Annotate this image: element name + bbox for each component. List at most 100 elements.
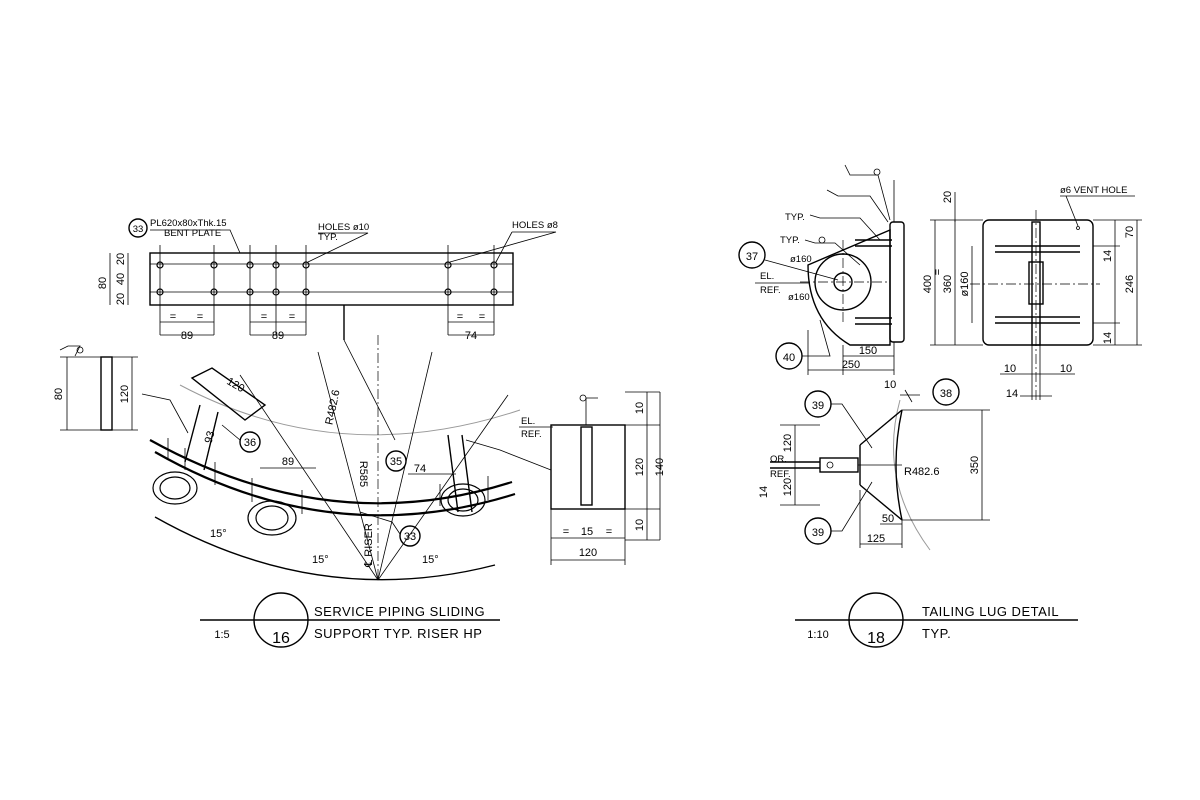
plate-callout: 33 PL620x80xThk.15 BENT PLATE HOLES ø10 … — [128, 218, 558, 263]
detail-16: 33 PL620x80xThk.15 BENT PLATE HOLES ø10 … — [53, 218, 666, 648]
dim-120-a: 120 — [782, 434, 794, 452]
title-18-line2: TYP. — [922, 626, 951, 641]
dim-20-18: 20 — [942, 191, 954, 203]
dim-120-b: 120 — [782, 478, 794, 496]
detail-number-18: 18 — [867, 630, 885, 647]
dim-10-c: 10 — [884, 379, 896, 391]
left-block-section: 80 120 — [53, 345, 189, 434]
plate-spec: PL620x80xThk.15 — [150, 218, 227, 229]
dim-20-top: 20 — [115, 253, 127, 265]
dia160-b: ø160 — [788, 292, 810, 303]
dim-246: 246 — [1124, 275, 1136, 293]
sec-140: 140 — [654, 458, 666, 476]
dim-80: 80 — [97, 277, 109, 289]
sec-eq-1: = — [563, 526, 569, 538]
dim-50: 50 — [882, 513, 894, 525]
title-16-line2: SUPPORT TYP. RISER HP — [314, 626, 482, 641]
tag-35: 35 — [390, 456, 402, 468]
tag-39-b: 39 — [812, 527, 824, 539]
tag-38: 38 — [940, 388, 952, 400]
sec-120: 120 — [634, 458, 646, 476]
dim-14-b: 14 — [1102, 332, 1114, 344]
dim-14-c: 14 — [1006, 388, 1018, 400]
ref-label-18b: REF. — [770, 469, 791, 480]
eq-4: = — [289, 311, 295, 323]
dim-93: 93 — [203, 430, 218, 445]
title-block-16: 1:5 16 SERVICE PIPING SLIDING SUPPORT TY… — [200, 592, 500, 648]
angle-3: 15° — [422, 554, 439, 566]
dim-40: 40 — [115, 273, 127, 285]
dim-150: 150 — [859, 345, 877, 357]
el-label: EL. — [521, 416, 535, 427]
dim-250: 250 — [842, 359, 860, 371]
sec-10-bot: 10 — [634, 519, 646, 531]
plate-dimensions: 80 20 40 20 = = = = = = 89 89 74 — [97, 253, 494, 342]
dim-74-a: 74 — [465, 330, 477, 342]
holes10-label: HOLES ø10 — [318, 222, 369, 233]
ref-label-18: REF. — [760, 285, 781, 296]
tag-37: 37 — [746, 251, 758, 263]
dia160-c: ø160 — [959, 271, 971, 296]
detail-number-16: 16 — [272, 630, 290, 647]
dim-10-a: 10 — [1004, 363, 1016, 375]
eq-5: = — [457, 311, 463, 323]
sec-eq-2: = — [606, 526, 612, 538]
dim-14-d: 14 — [758, 486, 770, 498]
sec-15: 15 — [581, 526, 593, 538]
dim-20-bot: 20 — [115, 293, 127, 305]
radius-585: R585 — [357, 461, 369, 487]
scale-18: 1:10 — [807, 629, 828, 641]
typ-2: TYP. — [780, 235, 800, 246]
tag-33-b: 33 — [404, 531, 416, 543]
plate-tag: 33 — [133, 224, 144, 235]
lug-plan-view: 10 38 39 39 OR. REF. 120 120 14 R482.6 3… — [758, 378, 990, 551]
dim-120-rib: 120 — [225, 376, 247, 396]
dim-89-arc: 89 — [282, 456, 294, 468]
bent-plate-elevation — [149, 245, 514, 340]
vent-hole: ø6 VENT HOLE — [1060, 185, 1127, 196]
riser-label: ℄ RISER — [363, 523, 375, 568]
lug-side-view: TYP. TYP. 37 ø160 ø160 EL. REF. 40 150 2… — [738, 164, 905, 375]
holes10-typ: TYP. — [318, 232, 338, 243]
eq-1: = — [170, 311, 176, 323]
sec-120-width: 120 — [579, 547, 597, 559]
sec-10-top: 10 — [634, 402, 646, 414]
tag-36: 36 — [244, 437, 256, 449]
dim-10-b: 10 — [1060, 363, 1072, 375]
typ-1: TYP. — [785, 212, 805, 223]
dim-125: 125 — [867, 533, 885, 545]
or-label: OR. — [770, 454, 787, 465]
dim-89-b: 89 — [272, 330, 284, 342]
dim-70: 70 — [1124, 226, 1136, 238]
dim-360: 360 — [942, 275, 954, 293]
radius-18: R482.6 — [904, 466, 939, 478]
ref-label: REF. — [521, 429, 542, 440]
eq-18a: = — [932, 269, 944, 275]
eq-3: = — [261, 311, 267, 323]
eq-6: = — [479, 311, 485, 323]
angle-2: 15° — [312, 554, 329, 566]
title-18-line1: TAILING LUG DETAIL — [922, 604, 1059, 619]
dim-350: 350 — [969, 456, 981, 474]
block-dim-80: 80 — [53, 388, 65, 400]
dim-74-arc: 74 — [414, 463, 426, 475]
detail-18: TYP. TYP. 37 ø160 ø160 EL. REF. 40 150 2… — [738, 164, 1142, 648]
dim-400: 400 — [922, 275, 934, 293]
title-16-line1: SERVICE PIPING SLIDING — [314, 604, 485, 619]
riser-arc-assembly: 35 36 33 120 93 R482.6 R585 89 74 ℄ RISE… — [149, 335, 552, 581]
dim-14-a: 14 — [1102, 250, 1114, 262]
eq-2: = — [197, 311, 203, 323]
dia160-a: ø160 — [790, 254, 812, 265]
radius-482: R482.6 — [324, 389, 343, 426]
plate-type: BENT PLATE — [164, 228, 221, 239]
tag-40: 40 — [783, 352, 795, 364]
el-label-18: EL. — [760, 271, 774, 282]
holes8-label: HOLES ø8 — [512, 220, 558, 231]
title-block-18: 1:10 18 TAILING LUG DETAIL TYP. — [795, 592, 1078, 648]
angle-1: 15° — [210, 528, 227, 540]
tag-39-a: 39 — [812, 400, 824, 412]
right-section-view: EL. REF. 10 120 140 10 = 15 = 120 — [519, 391, 666, 565]
scale-16: 1:5 — [214, 629, 229, 641]
lug-front-view: ø6 VENT HOLE 20 400 = 360 ø160 70 14 246 — [922, 185, 1142, 400]
